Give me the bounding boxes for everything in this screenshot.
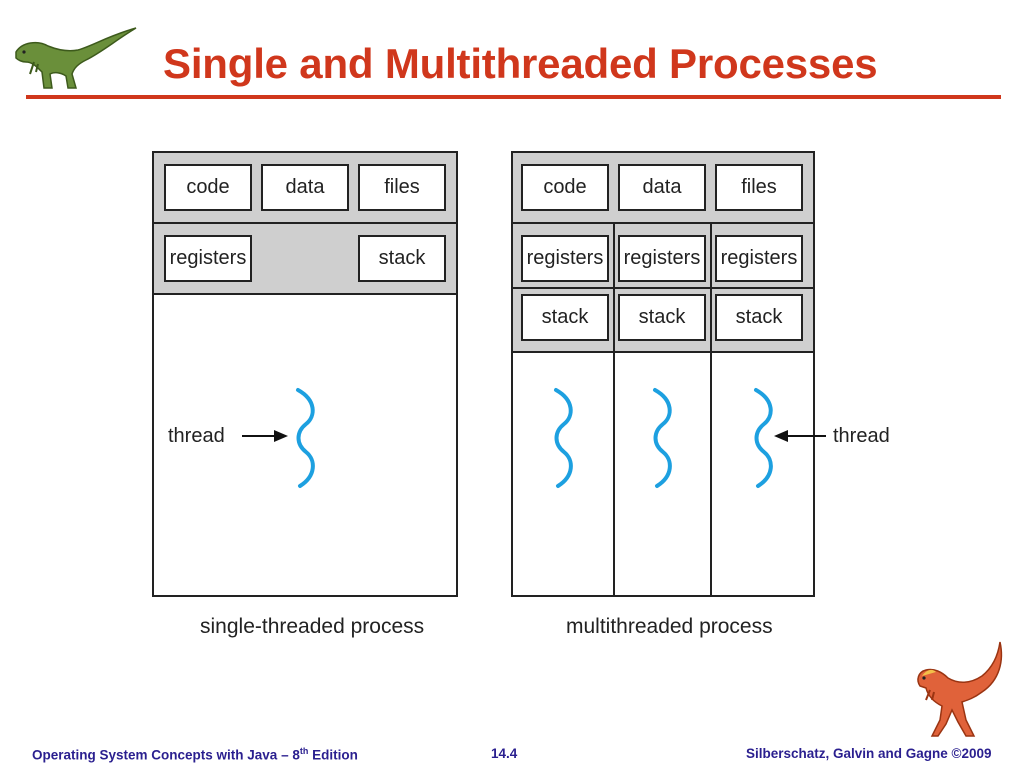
single-process-caption: single-threaded process <box>200 615 425 638</box>
single-files-box: files <box>358 164 446 211</box>
footer-book-title: Operating System Concepts with Java – 8t… <box>32 746 358 763</box>
single-thread-arrow-icon <box>242 430 288 442</box>
multi-divider-1 <box>511 222 815 224</box>
multi-files-box: files <box>715 164 803 211</box>
single-divider-1 <box>152 222 458 224</box>
multi-stack-box-3: stack <box>715 294 803 341</box>
footer-book-title-sup: th <box>299 746 309 756</box>
multi-thread-icon-3 <box>754 388 773 488</box>
multi-thread-icon-2 <box>653 388 672 488</box>
multi-thread-arrow-icon <box>774 430 826 442</box>
footer-book-title-suffix: Edition <box>308 747 358 763</box>
single-thread-label: thread <box>168 425 225 447</box>
slide-title: Single and Multithreaded Processes <box>163 40 878 87</box>
multi-process-frame <box>511 151 815 597</box>
single-divider-2 <box>152 293 458 295</box>
single-thread-icon <box>296 388 315 488</box>
multi-stack-box-1: stack <box>521 294 609 341</box>
multi-registers-box-2: registers <box>618 235 706 282</box>
multi-process-caption: multithreaded process <box>566 615 773 638</box>
title-underline <box>26 95 1001 99</box>
single-code-box: code <box>164 164 252 211</box>
multi-stack-box-2: stack <box>618 294 706 341</box>
single-registers-box: registers <box>164 235 252 282</box>
multi-divider-2 <box>511 287 815 289</box>
multi-registers-box-1: registers <box>521 235 609 282</box>
dinosaur-logo-icon <box>15 27 137 89</box>
multi-divider-3 <box>511 351 815 353</box>
footer-page-number: 14.4 <box>491 746 518 761</box>
multi-data-box: data <box>618 164 706 211</box>
multi-column-divider-1 <box>613 222 615 597</box>
single-stack-box: stack <box>358 235 446 282</box>
footer-book-title-prefix: Operating System Concepts with Java – 8 <box>32 747 300 763</box>
footer-authors: Silberschatz, Galvin and Gagne ©2009 <box>746 746 992 761</box>
single-data-box: data <box>261 164 349 211</box>
multi-registers-box-3: registers <box>715 235 803 282</box>
multi-thread-icon-1 <box>554 388 573 488</box>
dinosaur-mascot-icon <box>917 641 1003 737</box>
multi-code-box: code <box>521 164 609 211</box>
multi-thread-label: thread <box>833 425 890 447</box>
single-process-frame <box>152 151 458 597</box>
multi-column-divider-2 <box>710 222 712 597</box>
